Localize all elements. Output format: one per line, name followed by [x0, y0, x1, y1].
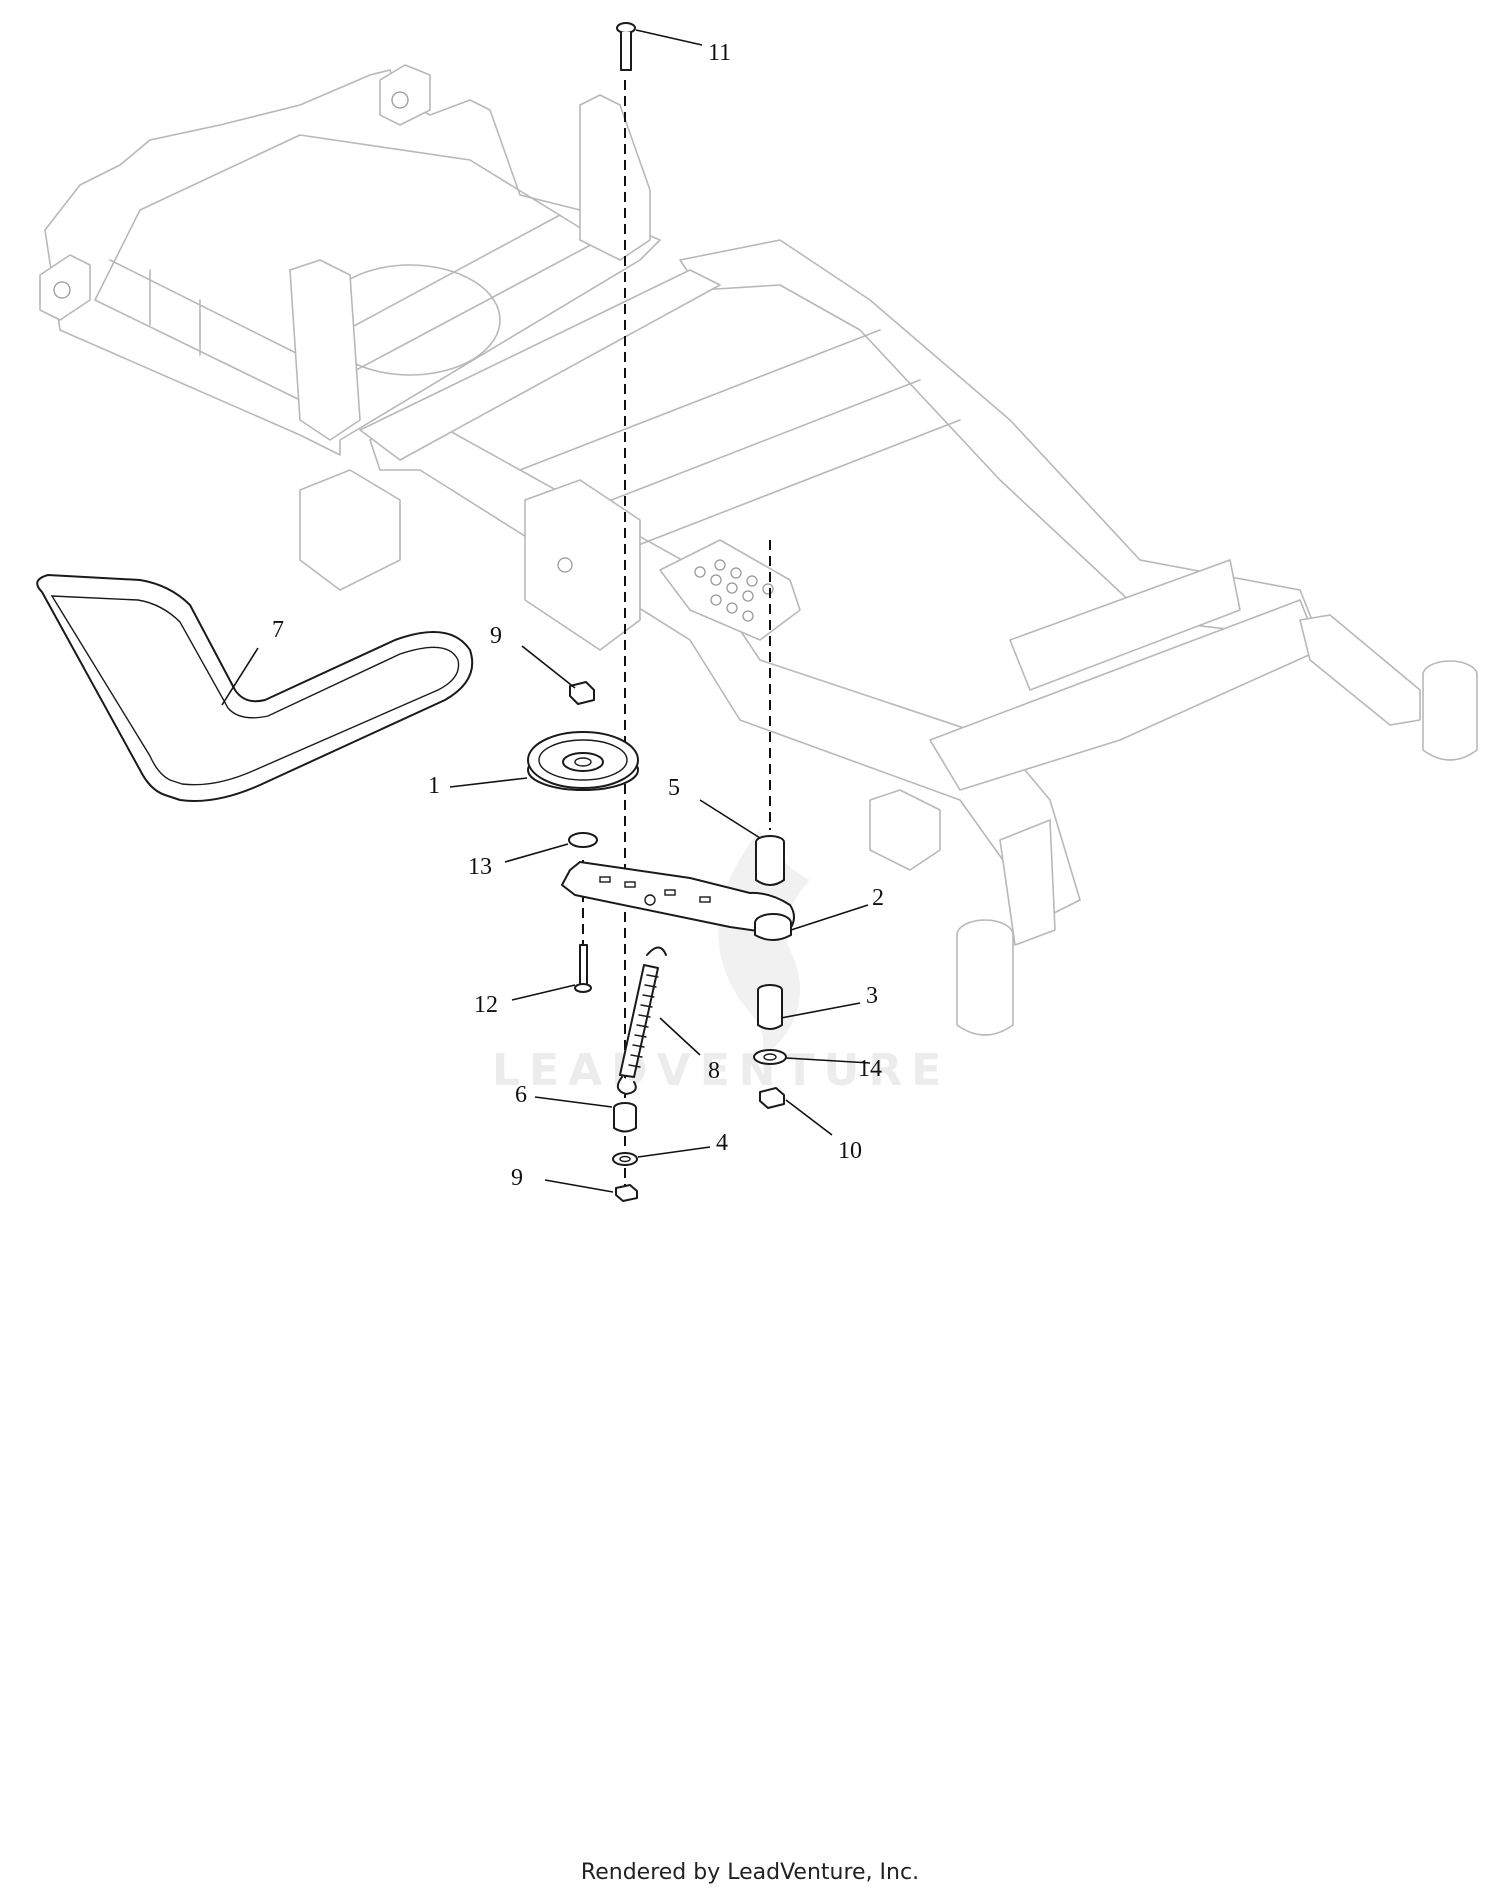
callout-3: 3	[866, 983, 878, 1009]
caster-tube-right	[1422, 675, 1478, 761]
part-6-spacer	[613, 1102, 637, 1133]
front-deck-bracket	[1009, 559, 1241, 691]
callout-9b: 9	[511, 1165, 523, 1191]
watermark-text: LEADVENTURE	[492, 1045, 950, 1096]
leader-1	[449, 777, 528, 788]
part-3-spacer	[757, 984, 783, 1030]
leadventure-flame-logo	[718, 830, 810, 1060]
callout-10: 10	[838, 1138, 862, 1164]
leader-9a	[521, 645, 576, 689]
front-side-bracket	[869, 789, 941, 871]
callout-14: 14	[858, 1056, 882, 1082]
part-11-bolt	[616, 22, 636, 71]
parts	[36, 22, 795, 1202]
leader-3	[780, 1002, 861, 1019]
leader-14	[785, 1057, 871, 1064]
rear-platform	[44, 69, 661, 456]
leader-13	[504, 843, 569, 863]
leader-7	[221, 647, 259, 706]
part-12-stud	[574, 944, 592, 993]
front-cross-member	[929, 599, 1321, 791]
part-10-nut	[759, 1087, 785, 1109]
footer-credit: Rendered by LeadVenture, Inc.	[580, 1860, 920, 1885]
watermark: LEADVENTURE	[492, 830, 950, 1096]
leader-6	[534, 1096, 613, 1108]
leader-5	[699, 799, 761, 839]
pivot-plate-hole	[557, 557, 573, 573]
callout-12: 12	[474, 992, 498, 1018]
foot-plate-holes	[694, 559, 774, 622]
caster-tube-left	[956, 935, 1014, 1036]
front-axle-right	[1299, 614, 1421, 726]
part-13-washer	[568, 832, 598, 848]
leader-10	[785, 1099, 833, 1136]
callout-9a: 9	[490, 623, 502, 649]
leader-8	[659, 1017, 701, 1056]
control-arm-bracket	[289, 259, 361, 441]
part-1-idler-pulley	[527, 731, 639, 791]
rear-side-bracket	[299, 469, 401, 591]
callout-4: 4	[716, 1130, 728, 1156]
rear-mount-hole-top	[391, 91, 409, 109]
cross-member-mid	[519, 329, 961, 561]
callout-1: 1	[428, 773, 440, 799]
leader-lines	[221, 29, 871, 1193]
part-4-washer	[612, 1152, 638, 1166]
main-frame-left-rail	[369, 419, 1081, 921]
callout-6: 6	[515, 1082, 527, 1108]
part-8-extension-spring	[616, 946, 667, 1095]
front-axle-left	[999, 819, 1056, 946]
callout-11: 11	[708, 40, 731, 66]
cross-tube	[359, 269, 721, 461]
callout-5: 5	[668, 775, 680, 801]
part-9-nut-bottom	[615, 1184, 638, 1202]
leader-11	[635, 29, 703, 46]
callout-8: 8	[708, 1058, 720, 1084]
rear-mount-hole-left	[53, 281, 71, 299]
callout-7: 7	[272, 617, 284, 643]
leader-12	[511, 984, 576, 1001]
mower-frame	[39, 64, 1478, 1036]
pivot-plate	[524, 479, 641, 651]
callout-labels: 1 2 3 4 5 6 7 8 9 9 10 11 12 13 14	[272, 40, 884, 1191]
callout-13: 13	[468, 854, 492, 880]
upright-bracket	[579, 94, 651, 261]
part-5-bushing	[755, 835, 785, 886]
part-7-belt-outer	[36, 574, 474, 802]
leader-4	[637, 1146, 711, 1158]
part-9-nut-top	[569, 681, 595, 705]
part-7-belt-inner	[50, 595, 460, 786]
callout-2: 2	[872, 885, 884, 911]
part-2-idler-arm	[561, 861, 795, 941]
part-14-washer	[753, 1049, 787, 1065]
leader-9b	[544, 1179, 614, 1193]
leader-2	[790, 904, 869, 931]
